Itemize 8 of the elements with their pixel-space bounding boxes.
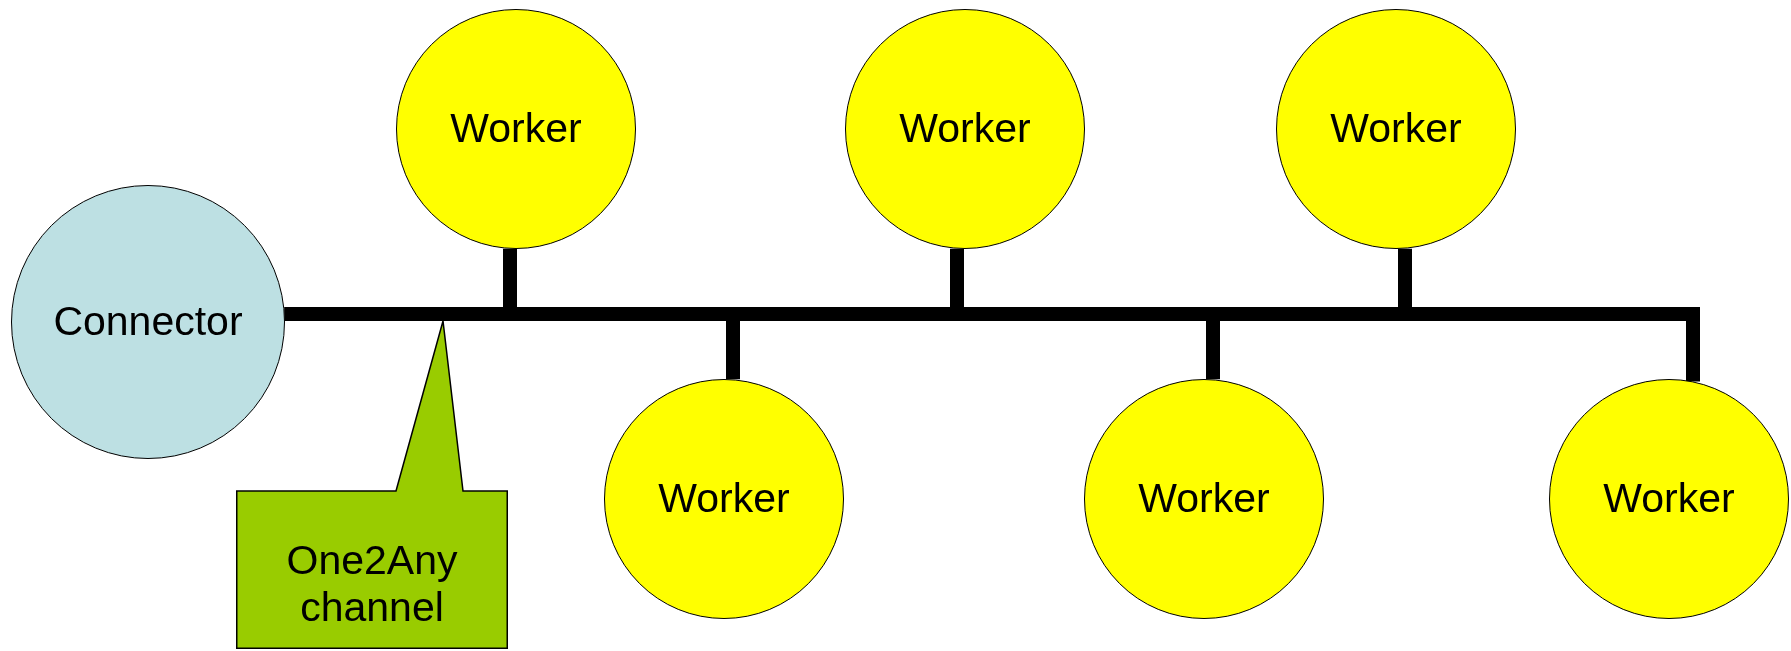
worker-label: Worker xyxy=(1330,105,1462,153)
callout-label: One2Any channel xyxy=(285,536,459,631)
worker-label: Worker xyxy=(1138,475,1270,523)
worker-label: Worker xyxy=(899,105,1031,153)
worker-label: Worker xyxy=(1603,475,1735,523)
connector-label: Connector xyxy=(53,298,243,346)
worker-label: Worker xyxy=(658,475,790,523)
worker-label: Worker xyxy=(450,105,582,153)
